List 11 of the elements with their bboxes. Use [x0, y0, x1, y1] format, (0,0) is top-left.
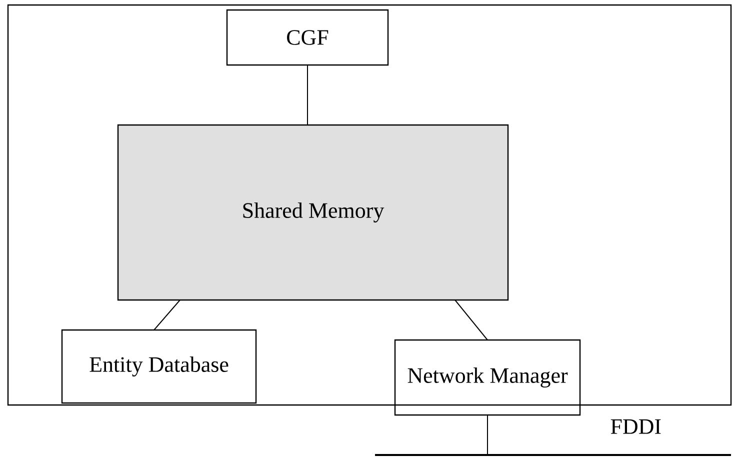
connector-line: [454, 300, 488, 340]
process-box: Network Manager: [394, 339, 581, 416]
connector-line: [307, 64, 308, 126]
process-box: CGF: [226, 9, 389, 66]
connector-line: [154, 300, 180, 330]
connector-line: [487, 414, 488, 456]
network-line: [375, 454, 731, 456]
process-box: Entity Database: [61, 329, 257, 404]
network-label: FDDI: [610, 419, 661, 434]
frame-box: [7, 4, 732, 406]
memory-box: Shared Memory: [117, 124, 509, 301]
